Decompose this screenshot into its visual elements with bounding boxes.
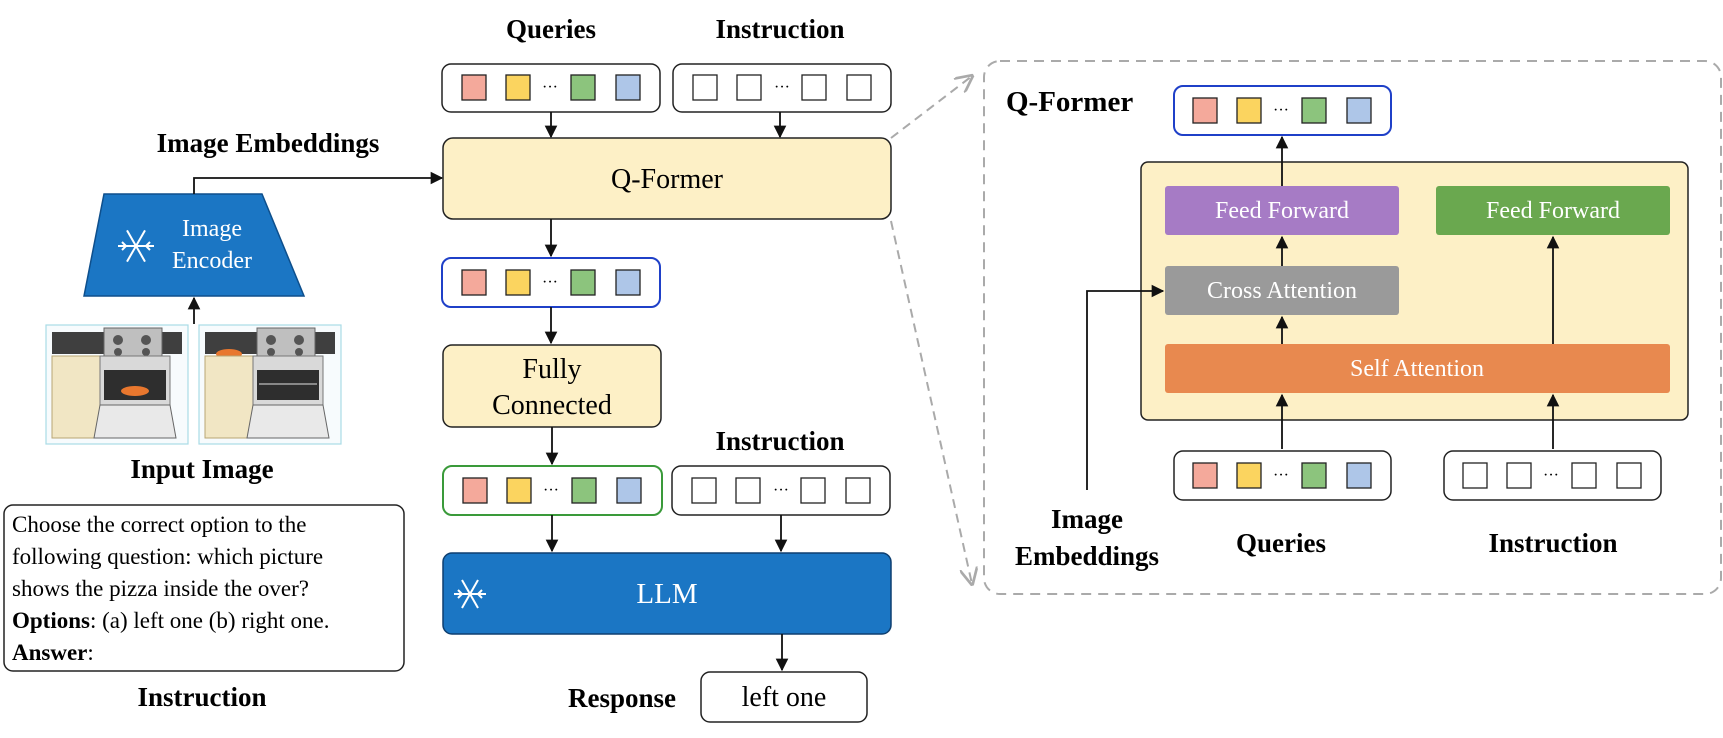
instruction-tokens-top: ···	[672, 63, 892, 113]
input-image-label: Input Image	[130, 454, 273, 484]
snowflake-icon	[454, 579, 486, 609]
feed-forward-left	[1165, 186, 1399, 235]
qformer-detail-image-embeddings-line1: Image	[1051, 504, 1123, 534]
instruction-tokens-mid: ···	[671, 465, 891, 516]
token-ellipsis: ···	[1543, 467, 1559, 484]
feed-forward-right	[1436, 186, 1670, 235]
qformer-detail-instruction-label: Instruction	[1488, 528, 1617, 558]
snowflake-icon	[118, 229, 154, 263]
qformer-block	[442, 137, 892, 220]
response-label: Response	[568, 683, 676, 713]
instruction-line-2: following question: which picture	[12, 544, 323, 569]
cross-attention-block	[1165, 266, 1399, 315]
llm-label: LLM	[636, 578, 697, 610]
image-embeddings-to-cross-attention-arrow	[1086, 284, 1165, 490]
token-yellow	[505, 74, 531, 101]
token-ellipsis: ···	[1273, 102, 1289, 119]
qformer-detail-title: Q-Former	[1006, 86, 1133, 118]
cross-attention-label: Cross Attention	[1207, 278, 1357, 304]
qformer-label: Q-Former	[611, 164, 724, 195]
llm-block	[442, 552, 892, 635]
input-image-left	[45, 324, 189, 445]
feed-forward-left-label: Feed Forward	[1215, 198, 1349, 224]
image-encoder-label-line2: Encoder	[172, 248, 252, 274]
qformer-output-tokens: ···	[441, 257, 661, 308]
zoom-connector-bottom	[890, 220, 972, 584]
token-ellipsis: ···	[773, 482, 789, 499]
token-ellipsis: ···	[1273, 467, 1289, 484]
zoom-connector-top	[890, 76, 972, 139]
image-encoder-block	[83, 193, 306, 297]
instruction-label-mid: Instruction	[715, 426, 844, 456]
self-attention-block	[1165, 344, 1670, 393]
instruction-label-top: Instruction	[715, 14, 844, 44]
encoder-to-qformer-arrow	[193, 171, 444, 194]
token-ellipsis: ···	[543, 482, 559, 499]
self-attention-label: Self Attention	[1350, 356, 1484, 382]
instruction-text-box	[3, 504, 405, 672]
token-ellipsis: ···	[542, 274, 558, 291]
instruction-line-1: Choose the correct option to the	[12, 512, 306, 537]
queries-label-top: Queries	[506, 14, 596, 44]
qformer-detail-instruction-tokens: ···	[1443, 450, 1662, 501]
qformer-detail-query-tokens: ···	[1173, 450, 1392, 501]
answer-text: :	[87, 640, 93, 665]
input-image-right	[198, 324, 342, 445]
qformer-detail-output-tokens: ···	[1173, 85, 1392, 136]
qformer-detail-panel	[983, 60, 1722, 595]
token-green	[570, 74, 596, 101]
token-ellipsis: ···	[542, 79, 558, 96]
response-value: left one	[742, 682, 827, 713]
fully-connected-label-line1: Fully	[522, 354, 581, 385]
feed-forward-right-label: Feed Forward	[1486, 198, 1620, 224]
fully-connected-label-line2: Connected	[492, 390, 612, 421]
image-encoder-label-line1: Image	[182, 216, 242, 242]
query-tokens-top: ···	[441, 63, 661, 113]
token-blue	[615, 74, 641, 101]
options-bold: Options	[12, 608, 90, 633]
instruction-answer-line: Answer:	[12, 640, 94, 665]
token-pink	[461, 74, 487, 101]
options-text: : (a) left one (b) right one.	[90, 608, 330, 633]
qformer-detail-queries-label: Queries	[1236, 528, 1326, 558]
response-box	[700, 671, 868, 723]
instruction-line-3: shows the pizza inside the over?	[12, 576, 309, 601]
fc-output-tokens: ···	[442, 465, 663, 516]
image-embeddings-label: Image Embeddings	[157, 128, 380, 158]
instruction-label-left: Instruction	[137, 682, 266, 712]
qformer-detail-image-embeddings-line2: Embeddings	[1015, 541, 1159, 571]
instruction-options-line: Options: (a) left one (b) right one.	[12, 608, 329, 633]
token-ellipsis: ···	[774, 79, 790, 96]
answer-bold: Answer	[12, 640, 87, 665]
